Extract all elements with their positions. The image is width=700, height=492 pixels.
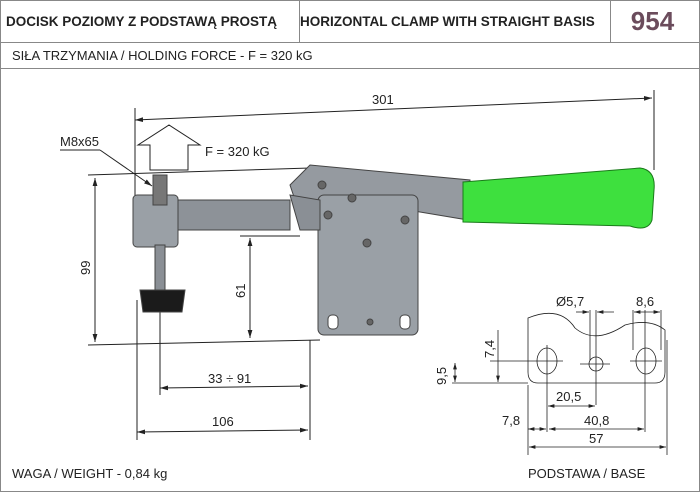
weight: WAGA / WEIGHT - 0,84 kg xyxy=(12,466,168,481)
base-detail xyxy=(452,310,668,455)
dim-7-4: 7,4 xyxy=(482,340,497,358)
force-label: F = 320 kG xyxy=(205,144,270,159)
dim-base-length: 106 xyxy=(212,414,234,429)
title-polish: DOCISK POZIOMY Z PODSTAWĄ PROSTĄ xyxy=(0,0,300,43)
dim-slot-width: 8,6 xyxy=(636,294,654,309)
green-handle xyxy=(462,167,655,229)
model-number: 954 xyxy=(605,0,700,43)
dim-height-total: 99 xyxy=(78,261,93,275)
dim-20-5: 20,5 xyxy=(556,389,581,404)
screw-label: M8x65 xyxy=(60,134,99,149)
dim-height-arm: 61 xyxy=(233,284,248,298)
clamp-body xyxy=(132,164,471,336)
title-english: HORIZONTAL CLAMP WITH STRAIGHT BASIS xyxy=(294,0,611,43)
dim-57: 57 xyxy=(589,431,603,446)
dim-hole-diameter: Ø5,7 xyxy=(556,294,584,309)
force-arrow-icon xyxy=(136,124,202,171)
holding-force: SIŁA TRZYMANIA / HOLDING FORCE - F = 320… xyxy=(0,43,700,69)
dim-40-8: 40,8 xyxy=(584,413,609,428)
base-label: PODSTAWA / BASE xyxy=(528,466,646,481)
dim-overall-length: 301 xyxy=(372,92,394,107)
dim-reach-range: 33 ÷ 91 xyxy=(208,371,251,386)
dim-7-8: 7,8 xyxy=(502,413,520,428)
dim-9-5: 9,5 xyxy=(434,367,449,385)
